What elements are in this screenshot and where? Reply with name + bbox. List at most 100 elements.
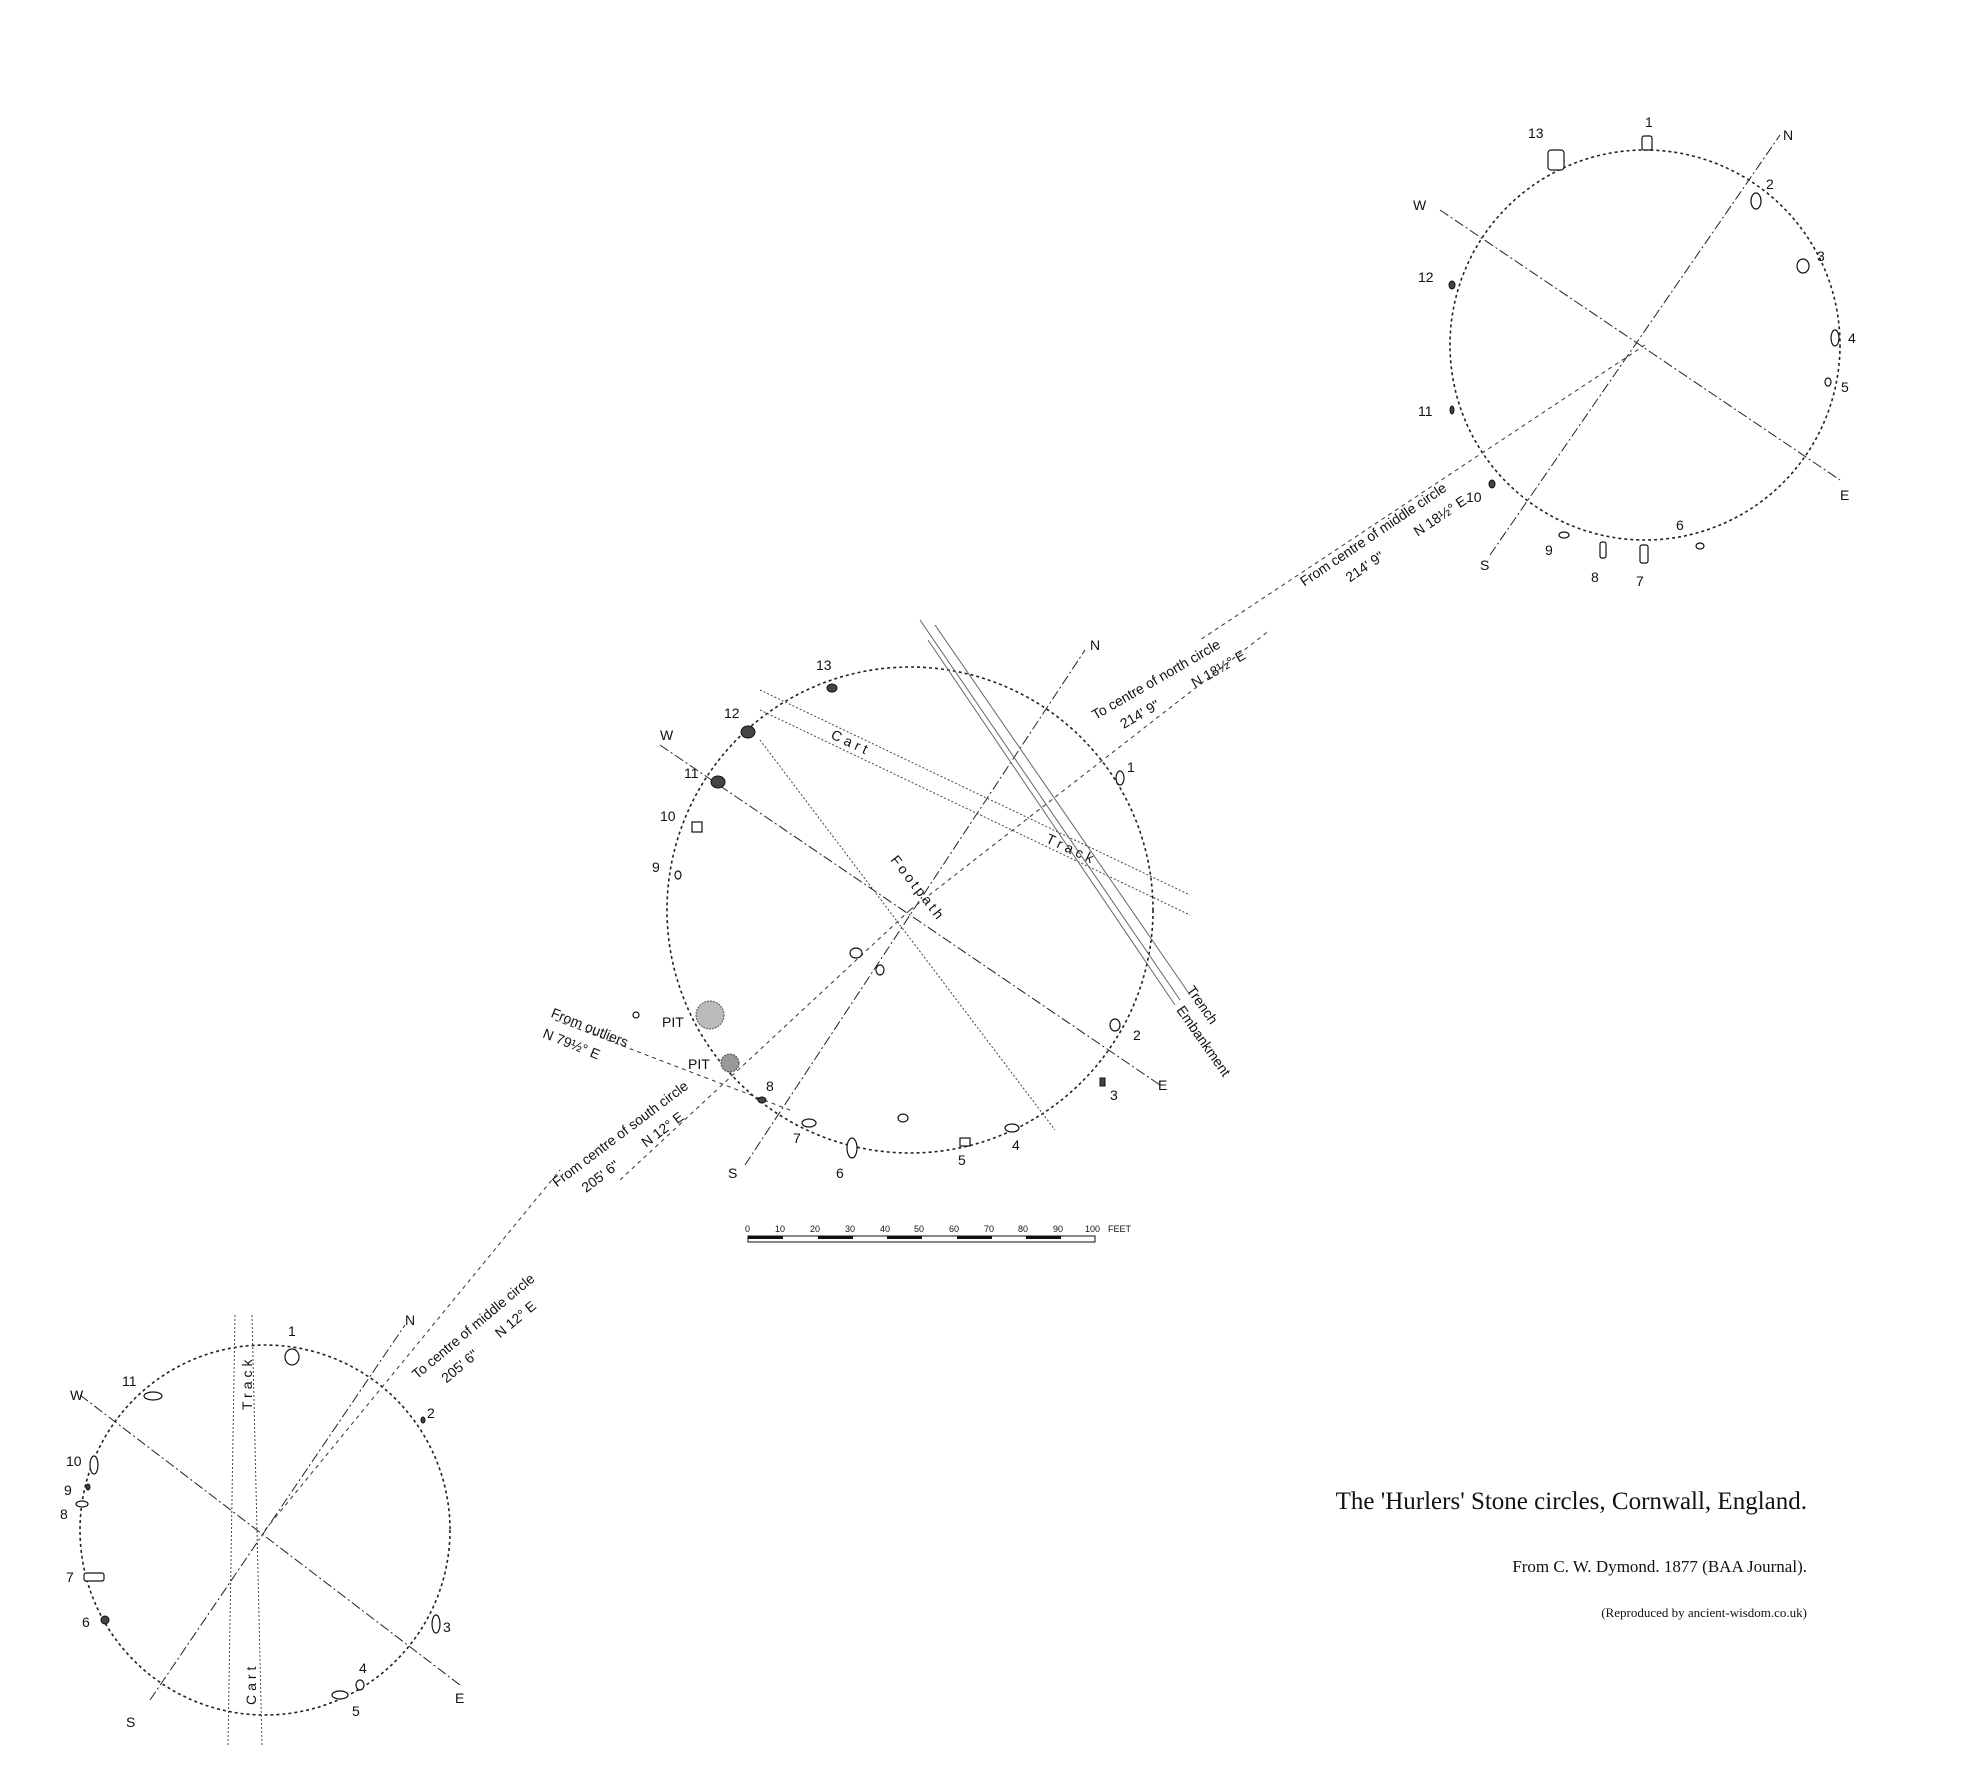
south-circle: N W E S 1 2 3 4 5 6 7 8 9 10 [60, 1169, 561, 1746]
stone-marker [801, 1118, 817, 1128]
south-cart-label: Cart [243, 1663, 259, 1705]
stone-number: 7 [1636, 573, 1644, 589]
middle-circle: N W E S [541, 619, 1271, 1195]
scale-tick-label: 70 [984, 1224, 994, 1234]
stone-marker [420, 1416, 426, 1424]
stone-number: 5 [1841, 379, 1849, 395]
south-circle-n-label: N [405, 1312, 415, 1328]
diagram-credit: (Reproduced by ancient-wisdom.co.uk) [1601, 1605, 1807, 1620]
stone-marker [757, 1096, 767, 1104]
scale-tick-label: 90 [1053, 1224, 1063, 1234]
stone-number: 9 [1545, 542, 1553, 558]
scale-tick-label: 30 [845, 1224, 855, 1234]
stone-marker [959, 1137, 971, 1147]
south-circle-w-label: W [70, 1387, 84, 1403]
stone-number: 12 [724, 705, 740, 721]
to-north-circle-note: To centre of north circle 214' 9" N 18½°… [1089, 636, 1248, 732]
stone-number: 3 [1817, 248, 1825, 264]
stone-number: 4 [1012, 1137, 1020, 1153]
south-circle-stones [75, 1348, 441, 1700]
scale-tick-label: 60 [949, 1224, 959, 1234]
track-label: Track [1044, 830, 1100, 868]
stone-number: 10 [66, 1453, 82, 1469]
middle-circle-stones [632, 683, 1125, 1159]
stone-marker [75, 1500, 89, 1508]
stone-marker [143, 1391, 163, 1401]
stone-marker [1449, 405, 1455, 415]
stone-number: 5 [352, 1703, 360, 1719]
stone-number: 4 [359, 1660, 367, 1676]
north-circle-stones [1448, 135, 1840, 564]
stone-number: 4 [1848, 330, 1856, 346]
stone-marker [1558, 531, 1570, 539]
stone-number: 7 [793, 1130, 801, 1146]
stone-marker [89, 1455, 99, 1475]
stone-marker [83, 1572, 105, 1582]
stone-marker [100, 1615, 110, 1625]
stone-marker [1599, 541, 1607, 559]
north-circle-stone-numbers: 1 2 3 4 5 6 7 8 9 10 11 12 13 [1418, 114, 1856, 589]
north-circle-bearing-note: From centre of middle circle 214' 9" N 1… [1297, 479, 1469, 589]
scale-ticks: 0 10 20 30 40 50 60 70 80 90 100 FEET [745, 1224, 1132, 1234]
stone-marker [875, 964, 885, 976]
north-circle-e-label: E [1840, 487, 1849, 503]
stone-number: 10 [1466, 489, 1482, 505]
stone-marker [1115, 770, 1125, 786]
stone-marker [632, 1011, 640, 1019]
pit-label: PIT [662, 1014, 684, 1030]
scale-tick-label: 10 [775, 1224, 785, 1234]
stone-number: 8 [60, 1506, 68, 1522]
stone-marker [740, 725, 756, 739]
scale-tick-label: 50 [914, 1224, 924, 1234]
scale-tick-label: 0 [745, 1224, 750, 1234]
middle-circle-w-label: W [660, 727, 674, 743]
stone-number: 2 [427, 1405, 435, 1421]
stone-number: 12 [1418, 269, 1434, 285]
pit-marker [720, 1053, 740, 1073]
north-circle-s-n-axis [1489, 134, 1781, 556]
stone-number: 1 [288, 1323, 296, 1339]
south-circle-stone-numbers: 1 2 3 4 5 6 7 8 9 10 11 [60, 1323, 451, 1719]
scale-tick-label: 20 [810, 1224, 820, 1234]
stone-marker [284, 1348, 300, 1366]
stone-number: 5 [958, 1152, 966, 1168]
north-circle-n-label: N [1783, 127, 1793, 143]
stone-marker [849, 947, 863, 959]
stone-marker [846, 1137, 858, 1159]
south-circle-s-label: S [126, 1714, 135, 1730]
stone-marker [1830, 329, 1840, 347]
stone-number: 7 [66, 1569, 74, 1585]
stone-number: 1 [1127, 759, 1135, 775]
stone-marker [826, 683, 838, 693]
middle-circle-w-e-axis [659, 744, 1161, 1086]
stone-number: 13 [816, 657, 832, 673]
diagram-title: The 'Hurlers' Stone circles, Cornwall, E… [1335, 1488, 1807, 1515]
stone-marker [1695, 542, 1705, 550]
north-circle-w-e-axis [1439, 209, 1841, 481]
middle-circle-n-label: N [1090, 637, 1100, 653]
stone-marker [691, 821, 703, 833]
stone-marker [1448, 280, 1456, 290]
stone-number: 11 [1418, 403, 1433, 419]
south-circle-e-label: E [455, 1690, 464, 1706]
stone-number: 13 [1528, 125, 1544, 141]
north-circle: N W E S 1 2 3 4 5 6 7 8 9 [1199, 114, 1856, 641]
south-circle-w-e-axis [79, 1394, 461, 1686]
stone-number: 6 [1676, 517, 1684, 533]
middle-circle-stone-numbers: 1 2 3 4 5 6 7 8 9 10 11 12 13 [652, 657, 1141, 1181]
stone-marker [1109, 1018, 1121, 1032]
stone-marker [1488, 479, 1496, 489]
stone-number: 11 [684, 765, 699, 781]
south-circle-s-n-axis [149, 1324, 406, 1701]
from-south-circle-note: From centre of south circle 205' 6" N 12… [549, 1077, 691, 1195]
scale-unit-label: FEET [1108, 1224, 1132, 1234]
scale-tick-label: 40 [880, 1224, 890, 1234]
middle-circle-s-n-axis [744, 649, 1086, 1166]
stone-marker [710, 775, 726, 789]
scale-tick-label: 80 [1018, 1224, 1028, 1234]
stone-marker [331, 1690, 349, 1700]
stone-marker [1639, 544, 1649, 564]
stone-number: 8 [766, 1078, 774, 1094]
stone-number: 9 [64, 1482, 72, 1498]
